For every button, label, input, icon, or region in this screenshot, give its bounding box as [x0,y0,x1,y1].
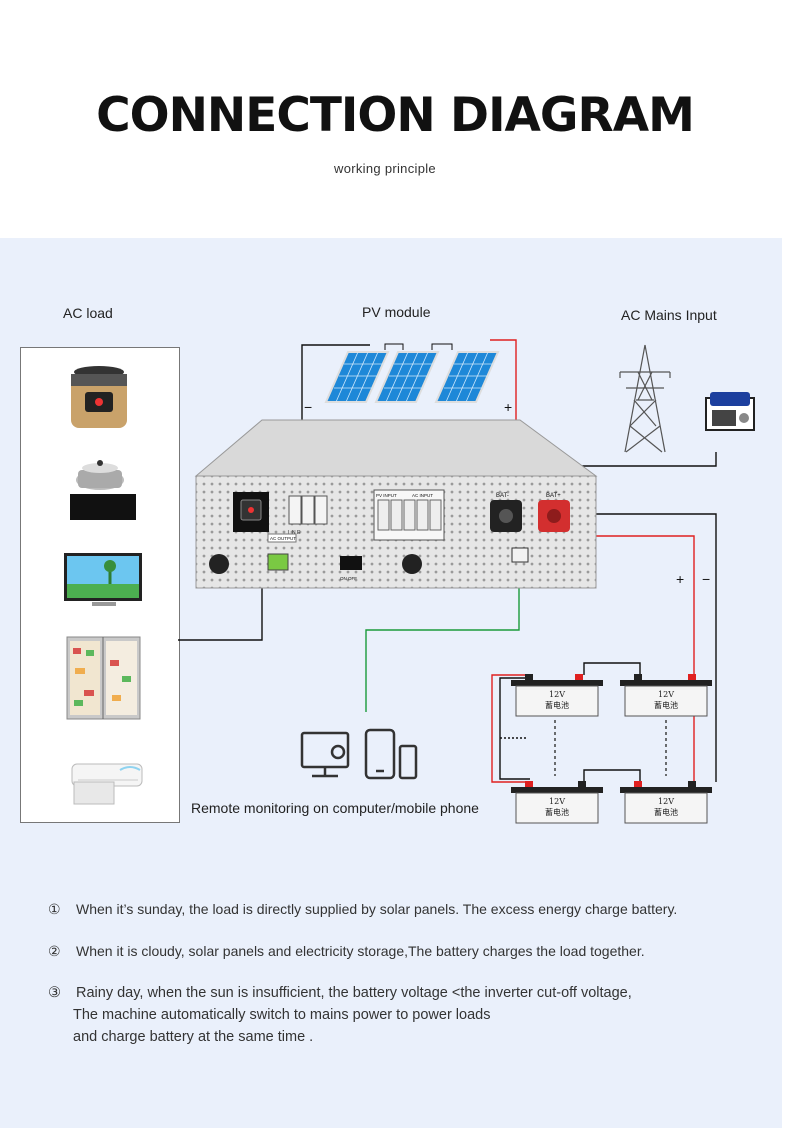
solar-panel-3 [434,351,500,403]
note-1-number: ① [48,901,61,917]
note-3-line-2: The machine automatically switch to main… [73,1007,491,1023]
battery-1: 12V 蓄电池 [511,674,603,717]
note-3-line-1: Rainy day, when the sun is insufficient,… [76,985,632,1001]
battery-voltage: 12V [549,797,565,806]
note-3: ③ Rainy day, when the sun is insufficient… [48,982,632,1048]
battery-name: 蓄电池 [654,807,678,817]
note-2-number: ② [48,943,61,959]
ac-output-terminals-label: L N E [288,530,301,536]
note-1: ① When it’s sunday, the load is directly … [48,898,677,920]
bat-negative-label: BAT- [496,493,509,499]
page-subtitle: working principle [334,161,436,176]
remote-monitoring-label: Remote monitoring on computer/mobile pho… [191,800,479,816]
note-2: ② When it is cloudy, solar panels and ele… [48,940,645,962]
inverter-unit: L N E AC OUTPUT PV INPUT AC INPUT BAT- B… [194,419,598,589]
battery-2: 12V 蓄电池 [620,674,712,717]
pv-input-label: PV INPUT [376,493,397,498]
wire-battery-parallel-left [491,674,526,783]
note-3-line-3: and charge battery at the same time . [73,1029,314,1045]
battery-plus-sign: + [676,571,684,587]
solar-panel-1 [324,351,390,403]
power-pylon-icon [619,344,671,453]
note-1-line-1: When it’s sunday, the load is directly s… [76,901,678,917]
refrigerator-icon [66,636,141,720]
wire-battery-series-top [583,662,641,675]
television-icon [64,553,142,606]
battery-4: 12V 蓄电池 [620,781,712,824]
solar-panels: − + [304,343,512,415]
wire-battery-parallel-left-b [499,677,530,780]
mobile-phone-icon [364,728,418,780]
ac-mains-label: AC Mains Input [621,307,717,323]
wire-battery-series-bottom [583,769,641,782]
solar-panel-2 [374,351,440,403]
battery-voltage: 12V [549,690,565,699]
ac-input-label: AC INPUT [412,493,433,498]
generator-icon [705,392,755,431]
note-3-number: ③ [48,985,61,1001]
header: CONNECTION DIAGRAM working principle [0,0,790,238]
battery-bank: 12V 蓄电池 12V 蓄电池 12V 蓄电池 12V 蓄电池 [511,674,712,824]
pv-minus-sign: − [304,399,312,415]
battery-voltage: 12V [658,690,674,699]
note-2-line-1: When it is cloudy, solar panels and elec… [76,943,645,959]
ac-load-label: AC load [63,305,113,321]
induction-cooker-icon [70,460,136,520]
page-title: CONNECTION DIAGRAM [96,88,695,143]
air-conditioner-icon [71,763,143,805]
wire-communication [365,580,520,712]
pv-module-label: PV module [362,304,431,320]
battery-3: 12V 蓄电池 [511,781,603,824]
ac-output-label: AC OUTPUT [270,536,296,541]
battery-voltage: 12V [658,797,674,806]
bat-positive-label: BAT+ [546,493,561,499]
battery-name: 蓄电池 [654,700,678,710]
computer-monitor-icon [300,731,350,778]
pressure-cooker-icon [71,366,127,428]
pv-plus-sign: + [504,399,512,415]
battery-name: 蓄电池 [545,807,569,817]
power-switch-label: ON OFF [340,576,357,581]
battery-minus-sign: − [702,571,710,587]
battery-name: 蓄电池 [545,700,569,710]
